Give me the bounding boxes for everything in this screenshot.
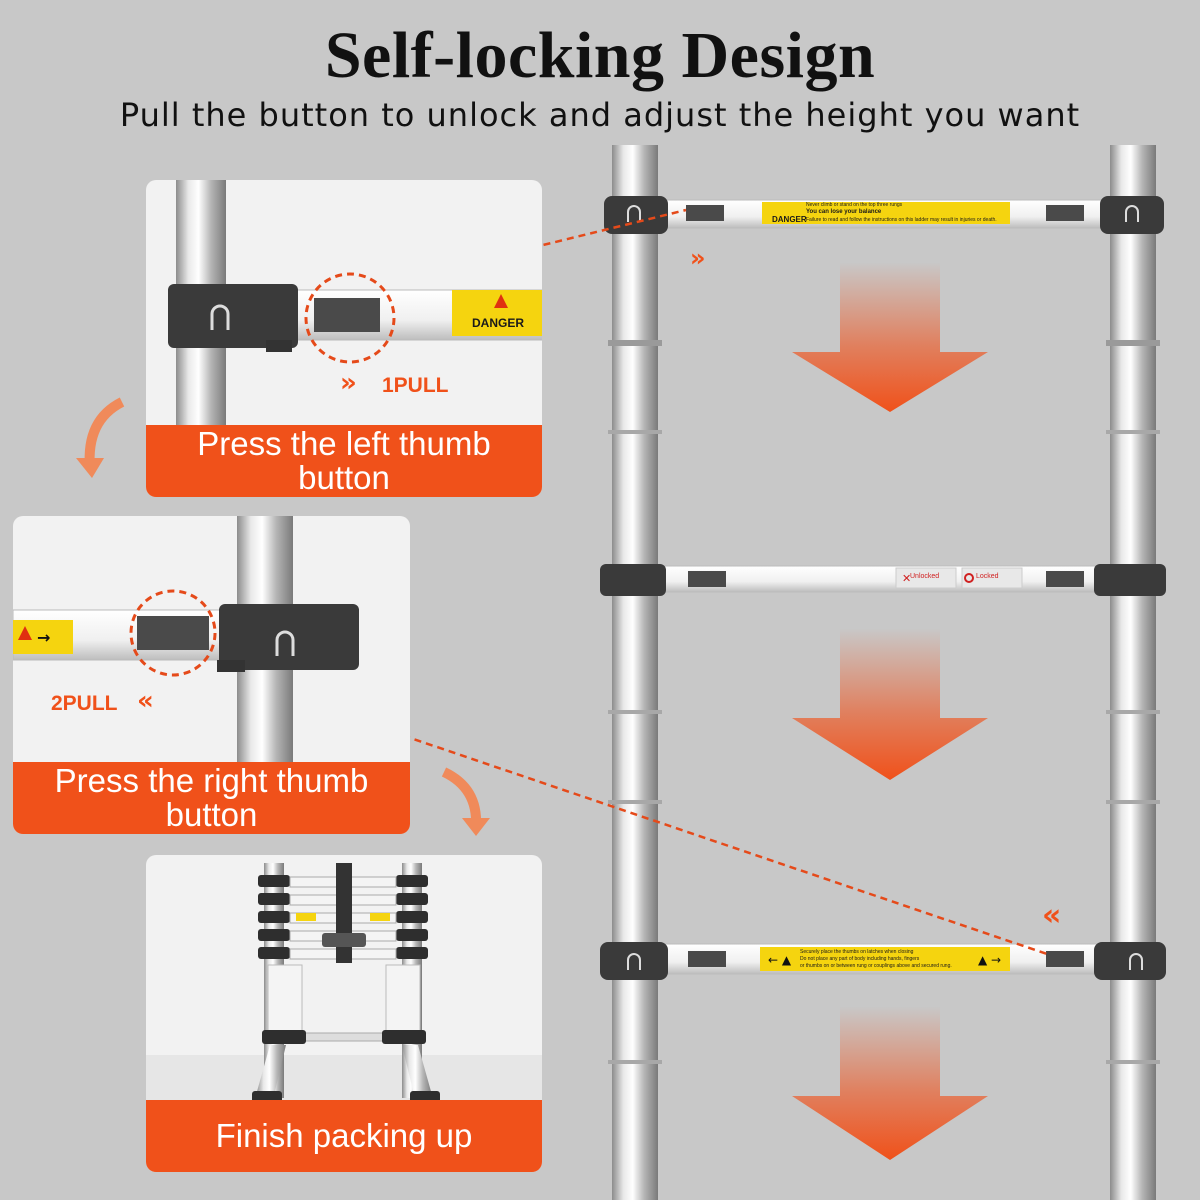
page-subtitle: Pull the button to unlock and adjust the… [119, 96, 1081, 134]
left-pole [608, 145, 662, 1200]
step-caption-1: Press the left thumb button [146, 425, 542, 497]
down-arrow-icon [792, 262, 988, 412]
step-card-2: → 2PULL « Press the right thumb button [13, 516, 410, 834]
danger-sign-label: DANGER [472, 316, 525, 330]
danger-sign-title: DANGER [772, 215, 807, 224]
pull-label-2: 2PULL [51, 692, 118, 715]
svg-text:← ▲: ← ▲ [768, 953, 792, 967]
caution-sign-line-1: Securely place the thumbs on latches whe… [800, 949, 914, 955]
svg-text:✕: ✕ [902, 572, 911, 585]
top-rung [604, 196, 1164, 234]
svg-text:▲ →: ▲ → [978, 953, 1001, 967]
middle-rung: ✕ [600, 564, 1166, 596]
step-caption-3: Finish packing up [146, 1100, 542, 1172]
danger-sign-line-3: Failure to read and follow the instructi… [806, 217, 997, 223]
caution-sign-line-2: Do not place any part of body including … [800, 956, 920, 962]
step-card-1: DANGER » 1PULL Press the left thumb butt… [146, 180, 542, 497]
locked-label: Locked [976, 573, 999, 580]
pull-label-1: 1PULL [382, 374, 449, 397]
danger-sign-line-1: Never climb or stand on the top three ru… [806, 202, 903, 208]
double-chevron-icon: « [1042, 898, 1062, 933]
page-title: Self-locking Design [324, 19, 876, 92]
curved-arrow-icon [441, 767, 482, 827]
double-chevron-icon: » [340, 368, 357, 398]
double-chevron-icon: » [690, 244, 706, 272]
down-arrow-icon [792, 628, 988, 780]
step-caption-2: Press the right thumb button [13, 762, 410, 834]
right-pole [1106, 145, 1160, 1200]
step-card-3: Finish packing up [146, 855, 542, 1172]
caution-sign-line-3: or thumbs on or between rung or coupling… [800, 963, 952, 969]
unlocked-label: Unlocked [910, 573, 940, 580]
down-arrow-icon [792, 1006, 988, 1160]
danger-sign-line-2: You can lose your balance [806, 209, 882, 215]
double-chevron-icon: « [137, 686, 154, 716]
svg-text:→: → [37, 628, 50, 647]
